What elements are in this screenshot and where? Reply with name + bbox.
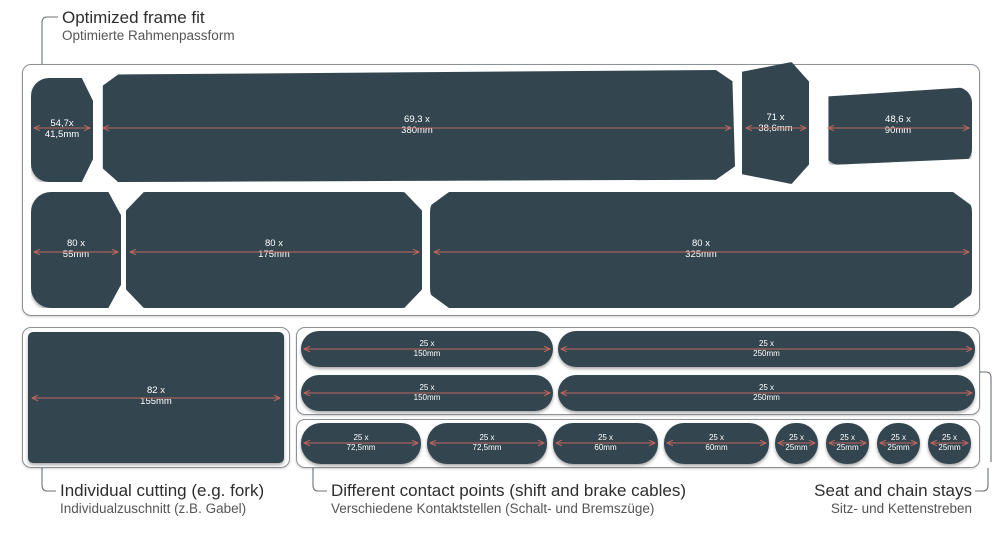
- film-piece-p4[interactable]: 48,6 x 90mm: [828, 87, 972, 165]
- dimension-label: 25 x 25mm: [887, 433, 910, 452]
- film-piece-p13[interactable]: 25 x 72,5mm: [301, 423, 421, 464]
- dimension-label: 80 x 175mm: [258, 238, 290, 260]
- dimension-label: 25 x 72,5mm: [472, 433, 502, 452]
- dimension-label: 25 x 60mm: [594, 433, 617, 452]
- caption-subtitle: Verschiedene Kontaktstellen (Schalt- und…: [331, 501, 655, 516]
- film-piece-p10[interactable]: 25 x 250mm: [558, 331, 975, 367]
- caption-title: Optimized frame fit: [62, 8, 205, 27]
- film-piece-p2[interactable]: 69,3 x 380mm: [102, 70, 735, 182]
- film-piece-p1[interactable]: 54,7x 41,5mm: [31, 78, 93, 182]
- film-piece-p6[interactable]: 80 x 175mm: [126, 192, 422, 308]
- dimension-label: 25 x 150mm: [413, 383, 441, 402]
- caption-title: Different contact points (shift and brak…: [331, 481, 686, 500]
- film-piece-p20[interactable]: 25 x 25mm: [928, 423, 971, 464]
- leader-line-bottom-left: [41, 468, 56, 492]
- film-piece-p12[interactable]: 25 x 250mm: [558, 375, 975, 411]
- dimension-label: 69,3 x 380mm: [401, 114, 433, 136]
- dimension-label: 80 x 55mm: [62, 238, 90, 260]
- film-piece-p19[interactable]: 25 x 25mm: [877, 423, 920, 464]
- caption-subtitle: Individualzuschnitt (z.B. Gabel): [60, 501, 247, 516]
- caption-title: Individual cutting (e.g. fork): [60, 481, 265, 500]
- caption-individual-cutting: Individual cutting (e.g. fork) Individua…: [60, 481, 264, 517]
- film-piece-p14[interactable]: 25 x 72,5mm: [427, 423, 547, 464]
- dimension-label: 82 x 155mm: [140, 385, 172, 407]
- film-piece-p18[interactable]: 25 x 25mm: [826, 423, 869, 464]
- dimension-label: 25 x 25mm: [836, 433, 859, 452]
- film-piece-p9[interactable]: 25 x 150mm: [301, 331, 553, 367]
- dimension-label: 25 x 250mm: [753, 383, 780, 402]
- dimension-label: 54,7x 41,5mm: [44, 118, 80, 140]
- dimension-label: 25 x 250mm: [753, 339, 780, 358]
- caption-subtitle: Sitz- und Kettenstreben: [830, 501, 972, 516]
- dimension-label: 25 x 150mm: [413, 339, 441, 358]
- dimension-label: 71 x 38,6mm: [758, 112, 793, 134]
- film-piece-p5[interactable]: 80 x 55mm: [31, 192, 121, 308]
- leader-line-top-left: [41, 16, 58, 66]
- dimension-label: 25 x 25mm: [938, 433, 961, 452]
- film-piece-p17[interactable]: 25 x 25mm: [775, 423, 818, 464]
- leader-line-bottom-right: [975, 468, 989, 492]
- film-piece-p16[interactable]: 25 x 60mm: [664, 423, 769, 464]
- film-piece-p15[interactable]: 25 x 60mm: [553, 423, 658, 464]
- caption-contact-points: Different contact points (shift and brak…: [331, 481, 686, 517]
- caption-subtitle: Optimierte Rahmenpassform: [62, 28, 235, 43]
- film-piece-p3[interactable]: 71 x 38,6mm: [742, 62, 809, 184]
- dimension-label: 25 x 25mm: [785, 433, 808, 452]
- dimension-label: 25 x 60mm: [705, 433, 728, 452]
- film-piece-p11[interactable]: 25 x 150mm: [301, 375, 553, 411]
- dimension-label: 80 x 325mm: [685, 238, 717, 260]
- leader-line-bottom-middle: [312, 468, 327, 492]
- caption-title: Seat and chain stays: [814, 481, 972, 500]
- dimension-label: 48,6 x 90mm: [884, 114, 912, 136]
- film-piece-p8[interactable]: 82 x 155mm: [28, 332, 284, 463]
- caption-optimized-frame-fit: Optimized frame fit Optimierte Rahmenpas…: [62, 8, 235, 44]
- caption-seat-chain-stays: Seat and chain stays Sitz- und Kettenstr…: [814, 481, 972, 517]
- dimension-label: 25 x 72,5mm: [346, 433, 376, 452]
- film-piece-p7[interactable]: 80 x 325mm: [430, 192, 972, 308]
